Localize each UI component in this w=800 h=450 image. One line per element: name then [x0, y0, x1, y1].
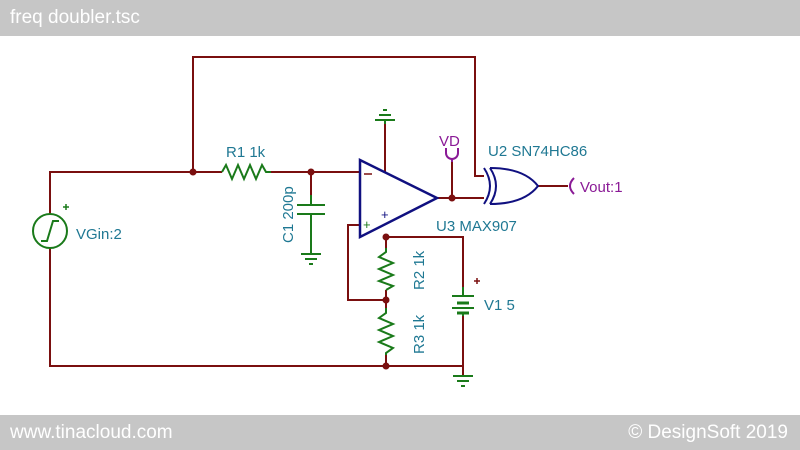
r2-label: R2 1k: [411, 250, 428, 290]
resistor-r2[interactable]: [376, 248, 396, 291]
opamp-plus-sign-2: +: [381, 207, 389, 222]
window-title: freq doubler.tsc: [10, 7, 140, 28]
v1-label: V1 5: [484, 297, 515, 314]
resistor-r1[interactable]: [221, 162, 271, 182]
junction-dot: [189, 168, 197, 176]
u3-label: U3 MAX907: [436, 218, 517, 235]
ground-top-icon: [375, 109, 395, 124]
junction-dot: [382, 362, 390, 370]
junction-dot: [448, 194, 456, 202]
r3-label: R3 1k: [411, 314, 428, 354]
junction-dot: [307, 168, 315, 176]
resistor-r3[interactable]: [376, 308, 396, 355]
ground-bottom-icon: [453, 375, 473, 387]
capacitor-c1[interactable]: [297, 195, 325, 254]
u2-label: U2 SN74HC86: [488, 143, 587, 160]
footer-bar: www.tinacloud.com © DesignSoft 2019: [0, 415, 800, 450]
vd-label: VD: [439, 133, 460, 150]
vout-connector-icon[interactable]: [569, 177, 575, 195]
opamp-u3[interactable]: + +: [358, 157, 440, 240]
ground-c1-icon: [301, 253, 321, 265]
title-bar: freq doubler.tsc: [0, 0, 800, 36]
copyright-text: © DesignSoft 2019: [628, 422, 788, 443]
opamp-plus-sign: +: [363, 217, 371, 232]
xor-gate-u2[interactable]: [483, 167, 540, 205]
junction-dots: [189, 168, 456, 370]
vgin-label: VGin:2: [76, 226, 122, 243]
r1-label: R1 1k: [226, 144, 266, 161]
voltage-source-vgin[interactable]: [32, 204, 69, 249]
junction-dot: [382, 233, 390, 241]
website-link[interactable]: www.tinacloud.com: [10, 422, 173, 443]
junction-dot: [382, 296, 390, 304]
vout-label: Vout:1: [580, 179, 623, 196]
wires: [49, 56, 568, 376]
c1-label: C1 200p: [280, 186, 297, 243]
battery-v1[interactable]: [452, 278, 480, 316]
vd-probe-icon[interactable]: [445, 148, 459, 162]
